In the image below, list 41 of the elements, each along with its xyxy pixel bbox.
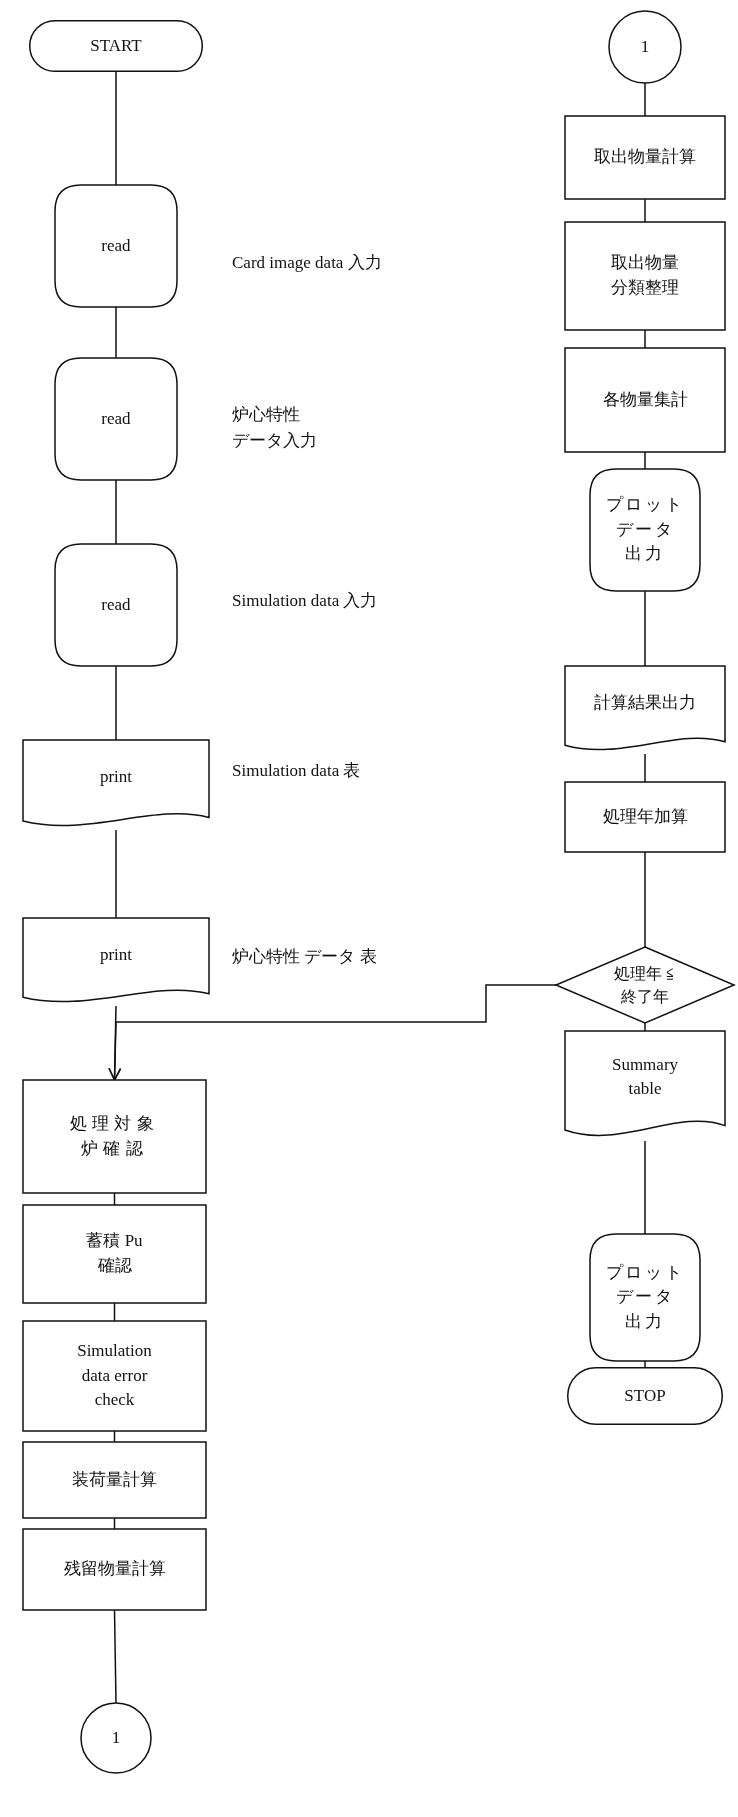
terminal-symbol: STOP xyxy=(567,1367,723,1425)
connector-line xyxy=(644,82,646,117)
connector-line xyxy=(644,753,646,783)
input-symbol: read xyxy=(55,358,177,480)
annotation-text: Simulation data 表 xyxy=(232,760,362,782)
process-box: 処理年加算 xyxy=(565,782,725,852)
decision-diamond: 処理年 ≦終了年 xyxy=(556,947,734,1023)
connector-line xyxy=(644,451,646,470)
connector-line xyxy=(115,829,117,919)
input-symbol: read xyxy=(55,544,177,666)
connector-line xyxy=(644,1022,646,1032)
annotation-text: Simulation data 入力 xyxy=(232,590,379,612)
connector-line xyxy=(644,1140,646,1235)
connector-line xyxy=(115,306,117,359)
connector-line xyxy=(644,851,646,948)
process-box: 取出物量計算 xyxy=(565,116,725,199)
terminal-symbol: START xyxy=(29,20,203,72)
process-box: Simulation data error check xyxy=(23,1321,206,1431)
annotation-text: Card image data 入力 xyxy=(232,252,383,274)
process-box: 処理対象炉確認 xyxy=(23,1080,206,1193)
connector-line xyxy=(644,590,646,667)
connector-line xyxy=(115,71,117,186)
process-box: 装荷量計算 xyxy=(23,1442,206,1518)
input-symbol: プロットデータ出力 xyxy=(590,1234,700,1361)
process-box: 取出物量分類整理 xyxy=(565,222,725,330)
connector-line xyxy=(115,665,117,741)
connector-line xyxy=(113,1609,117,1704)
connector-line xyxy=(115,479,117,545)
connector-line xyxy=(644,329,646,349)
arrow xyxy=(108,984,557,1081)
annotation-text: 炉心特性 データ 表 xyxy=(232,946,378,968)
process-box: 蓄積 Pu 確認 xyxy=(23,1205,206,1303)
connector-line xyxy=(644,1360,646,1368)
input-symbol: read xyxy=(55,185,177,307)
connector-line xyxy=(644,198,646,223)
input-symbol: プロットデータ出力 xyxy=(590,469,700,591)
connector-circle: 1 xyxy=(609,11,681,83)
connector-circle: 1 xyxy=(81,1703,151,1773)
process-box: 残留物量計算 xyxy=(23,1529,206,1610)
annotation-text: 炉心特性データ入力 xyxy=(232,404,318,452)
process-box: 各物量集計 xyxy=(565,348,725,452)
